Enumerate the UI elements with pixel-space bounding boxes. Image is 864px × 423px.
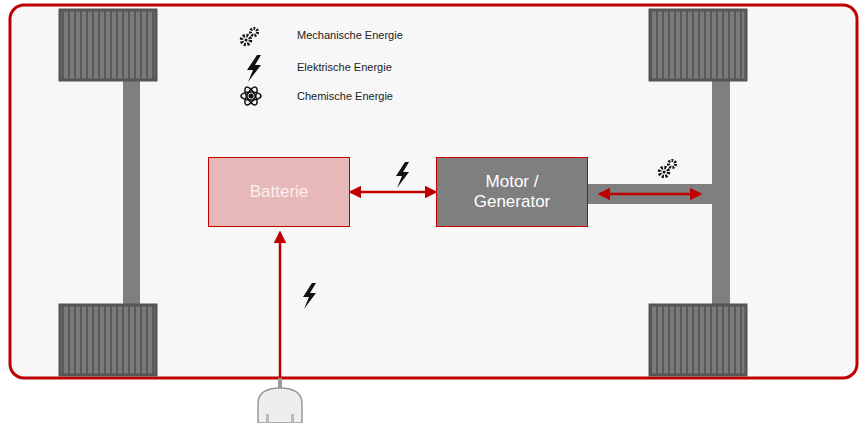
legend-text: Mechanische Energie (297, 29, 403, 41)
energy-arrow (351, 191, 435, 194)
gear-icon (660, 161, 676, 177)
front-axle (123, 78, 140, 308)
motor-generator-box: Motor / Generator (436, 157, 588, 227)
wheels (60, 10, 746, 375)
legend-text: Chemische Energie (297, 90, 393, 102)
charging-arrow (279, 233, 282, 388)
box-label: Motor / Generator (437, 168, 587, 217)
plug-icon (258, 378, 302, 423)
mechanical-arrow (600, 193, 700, 196)
drive-shaft (586, 184, 714, 204)
atom-icon (241, 85, 261, 106)
box-label: Batterie (242, 178, 317, 206)
rear-axle (712, 78, 730, 308)
gear-icon (242, 29, 258, 45)
lightning-icon (303, 283, 316, 309)
lightning-icon (396, 162, 409, 188)
lightning-icon (247, 55, 261, 82)
legend-text: Elektrische Energie (297, 61, 392, 73)
car-body (10, 5, 857, 378)
battery-box: Batterie (208, 157, 350, 227)
